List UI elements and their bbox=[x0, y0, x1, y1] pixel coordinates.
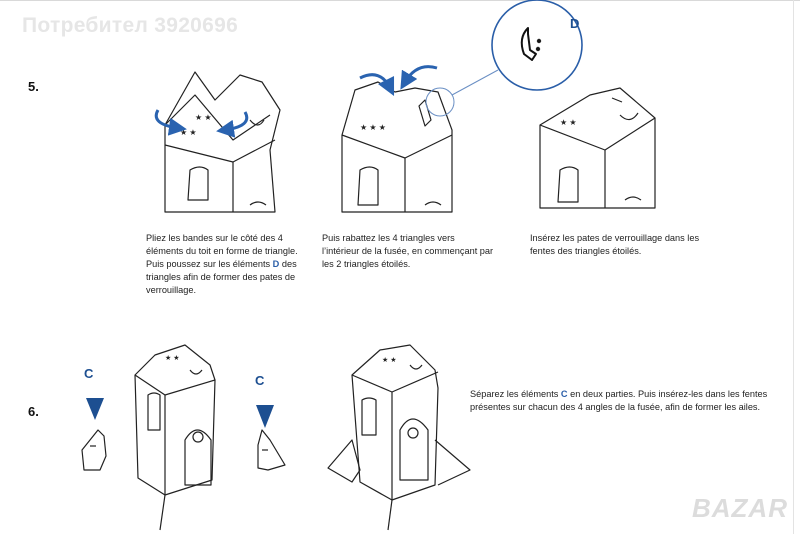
part-label-c-right: C bbox=[255, 373, 265, 388]
svg-text:★ ★: ★ ★ bbox=[382, 356, 397, 364]
right-border bbox=[793, 0, 794, 534]
user-watermark: Потребител 3920696 bbox=[22, 14, 239, 37]
svg-text:★ ★: ★ ★ bbox=[195, 113, 212, 122]
rocket-fig-2: ★ ★ ★ bbox=[341, 81, 453, 213]
bazar-logo: BAZAR bbox=[692, 493, 788, 523]
step-6-caption: Séparez les éléments C en deux parties. … bbox=[470, 389, 768, 412]
svg-text:★ ★: ★ ★ bbox=[165, 354, 180, 362]
rocket-fig-3: ★ ★ bbox=[539, 87, 656, 209]
svg-text:★ ★ ★: ★ ★ ★ bbox=[360, 123, 386, 132]
rocket-fig-1: ★ ★ ★ ★ bbox=[164, 71, 281, 213]
svg-text:★ ★: ★ ★ bbox=[180, 128, 197, 137]
step-6-number: 6. bbox=[28, 404, 39, 419]
svg-text:★ ★: ★ ★ bbox=[560, 118, 577, 127]
wing-piece-left bbox=[81, 429, 107, 471]
rocket-fig-5: ★ ★ bbox=[327, 344, 471, 531]
callout-label-d: D bbox=[570, 16, 580, 31]
down-arrows bbox=[86, 398, 274, 428]
part-label-c-left: C bbox=[84, 366, 94, 381]
wing-piece-right bbox=[257, 429, 286, 471]
step-5-caption-3: Insérez les pates de verrouillage dans l… bbox=[530, 233, 700, 256]
step-5-number: 5. bbox=[28, 79, 39, 94]
rocket-fig-4: ★ ★ bbox=[134, 344, 216, 531]
top-border bbox=[0, 0, 800, 1]
step-5-caption-1: Pliez les bandes sur le côté des 4 éléme… bbox=[146, 233, 298, 295]
step-5-caption-2: Puis rabattez les 4 triangles vers l’int… bbox=[322, 233, 494, 269]
